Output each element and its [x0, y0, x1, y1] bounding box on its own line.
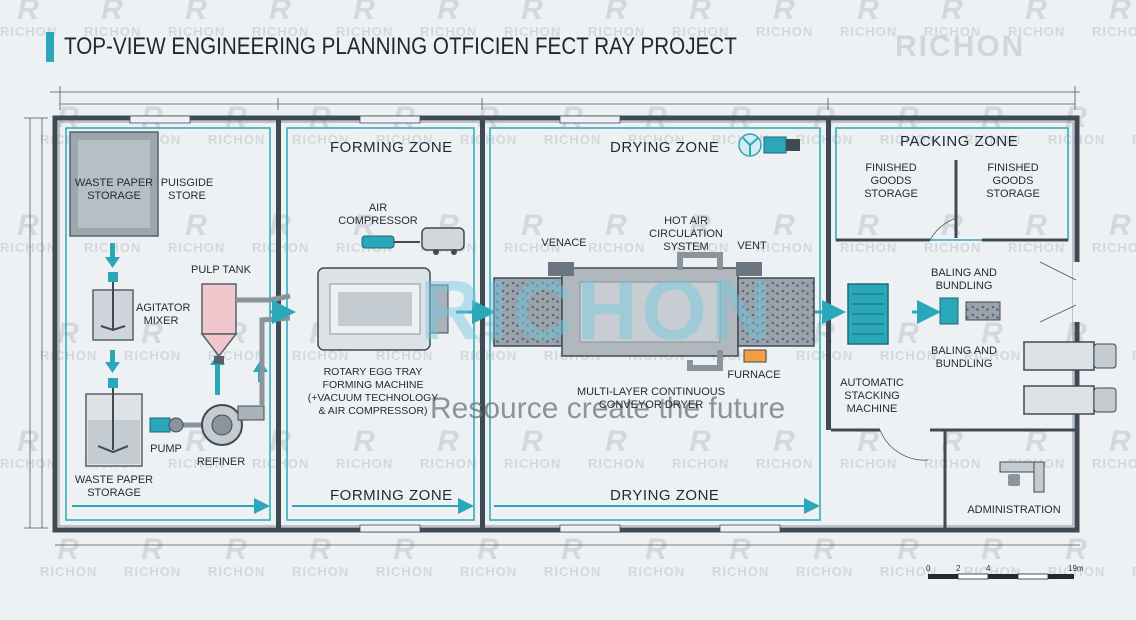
door-swings	[879, 217, 1077, 461]
baling-machine-icon	[939, 297, 1001, 325]
zone-label-drying-top: DRYING ZONE	[610, 139, 720, 156]
label-venace: VENACE	[541, 237, 587, 249]
scale-tick-4: 4	[986, 564, 991, 573]
label-puisgide-store: PUISGIDE STORE	[160, 177, 214, 202]
scale-tick-2: 2	[956, 564, 961, 573]
label-refiner: REFINER	[196, 456, 246, 468]
admin-desk-icon	[999, 461, 1045, 493]
watermark-brand-top: RICHON	[895, 30, 1026, 63]
label-waste-paper-storage-top: WASTE PAPER STORAGE	[74, 177, 154, 202]
label-finished-goods-1: FINISHED GOODS STORAGE	[864, 162, 918, 200]
label-air-compressor: AIR COMPRESSOR	[338, 202, 418, 227]
label-rotary-forming-machine: ROTARY EGG TRAY FORMING MACHINE (+VACUUM…	[307, 366, 439, 417]
brand-watermark-large: RICHON	[420, 263, 776, 357]
label-finished-goods-2: FINISHED GOODS STORAGE	[986, 162, 1040, 200]
zone-label-packing: PACKING ZONE	[900, 133, 1019, 150]
truck-icons	[1023, 341, 1117, 415]
scale-bar	[928, 573, 1074, 580]
label-agitator-mixer: AGITATOR MIXER	[136, 302, 191, 327]
conveyor-dryer-icon	[493, 252, 815, 371]
zone-label-drying-bottom: DRYING ZONE	[610, 487, 720, 504]
pulp-tank-icon	[200, 283, 238, 364]
air-compressor-icon	[361, 227, 465, 255]
zone-label-forming-bottom: FORMING ZONE	[330, 487, 453, 504]
stacking-machine-icon	[847, 283, 889, 345]
page-title: TOP-VIEW ENGINEERING PLANNING OTFICIEN F…	[64, 33, 737, 60]
building-walls	[52, 115, 1081, 533]
brand-slogan: Resource create the future	[430, 392, 786, 425]
pump-icon	[149, 417, 184, 433]
label-baling-1: BALING AND BUNDLING	[930, 267, 998, 292]
label-vent: VENT	[737, 240, 767, 252]
label-conveyor-dryer: MULTI-LAYER CONTINUOUS CONVEYOR DRYER	[576, 386, 726, 411]
packing-walls	[831, 160, 1077, 528]
label-baling-2: BALING AND BUNDLING	[930, 345, 998, 370]
fan-icon	[738, 133, 800, 157]
scale-tick-0: 0	[926, 564, 931, 573]
refiner-icon	[201, 404, 265, 446]
scale-end: 19m	[1068, 564, 1084, 573]
label-waste-paper-storage-bottom: WASTE PAPER STORAGE	[74, 474, 154, 499]
dimension-lines	[24, 86, 1080, 546]
label-pulp-tank: PULP TANK	[191, 264, 251, 276]
label-administration: ADMINISTRATION	[967, 504, 1061, 516]
label-furnace: FURNACE	[727, 369, 781, 381]
rotary-forming-machine-icon	[317, 267, 449, 351]
zone-label-forming-top: FORMING ZONE	[330, 139, 453, 156]
label-stacking-machine: AUTOMATIC STACKING MACHINE	[840, 377, 904, 415]
label-pump: PUMP	[150, 443, 182, 455]
title-accent-bar	[46, 32, 54, 62]
label-hot-air-circulation: HOT AIR CIRCULATION SYSTEM	[649, 215, 723, 253]
agitator-mixer-icon	[92, 272, 134, 341]
waste-paper-tank-icon	[85, 378, 143, 467]
zone-outlines	[65, 127, 1069, 521]
